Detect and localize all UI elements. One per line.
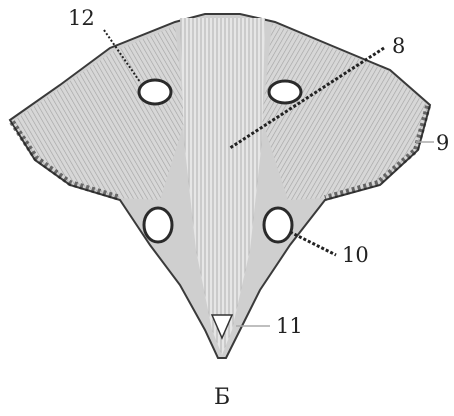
callout-label-8: 8 xyxy=(392,34,405,58)
upper-right-foramen xyxy=(269,81,301,103)
lower-right-foramen xyxy=(264,208,292,242)
leader-line-10 xyxy=(290,232,336,255)
callout-label-12: 12 xyxy=(68,6,95,30)
panel-label: Б xyxy=(214,385,230,410)
callout-label-9: 9 xyxy=(436,131,449,155)
callout-label-11: 11 xyxy=(276,314,303,338)
upper-left-foramen xyxy=(139,80,171,104)
lower-left-foramen xyxy=(144,208,172,242)
left-wing-fibers xyxy=(12,26,185,200)
callout-label-10: 10 xyxy=(342,243,369,267)
